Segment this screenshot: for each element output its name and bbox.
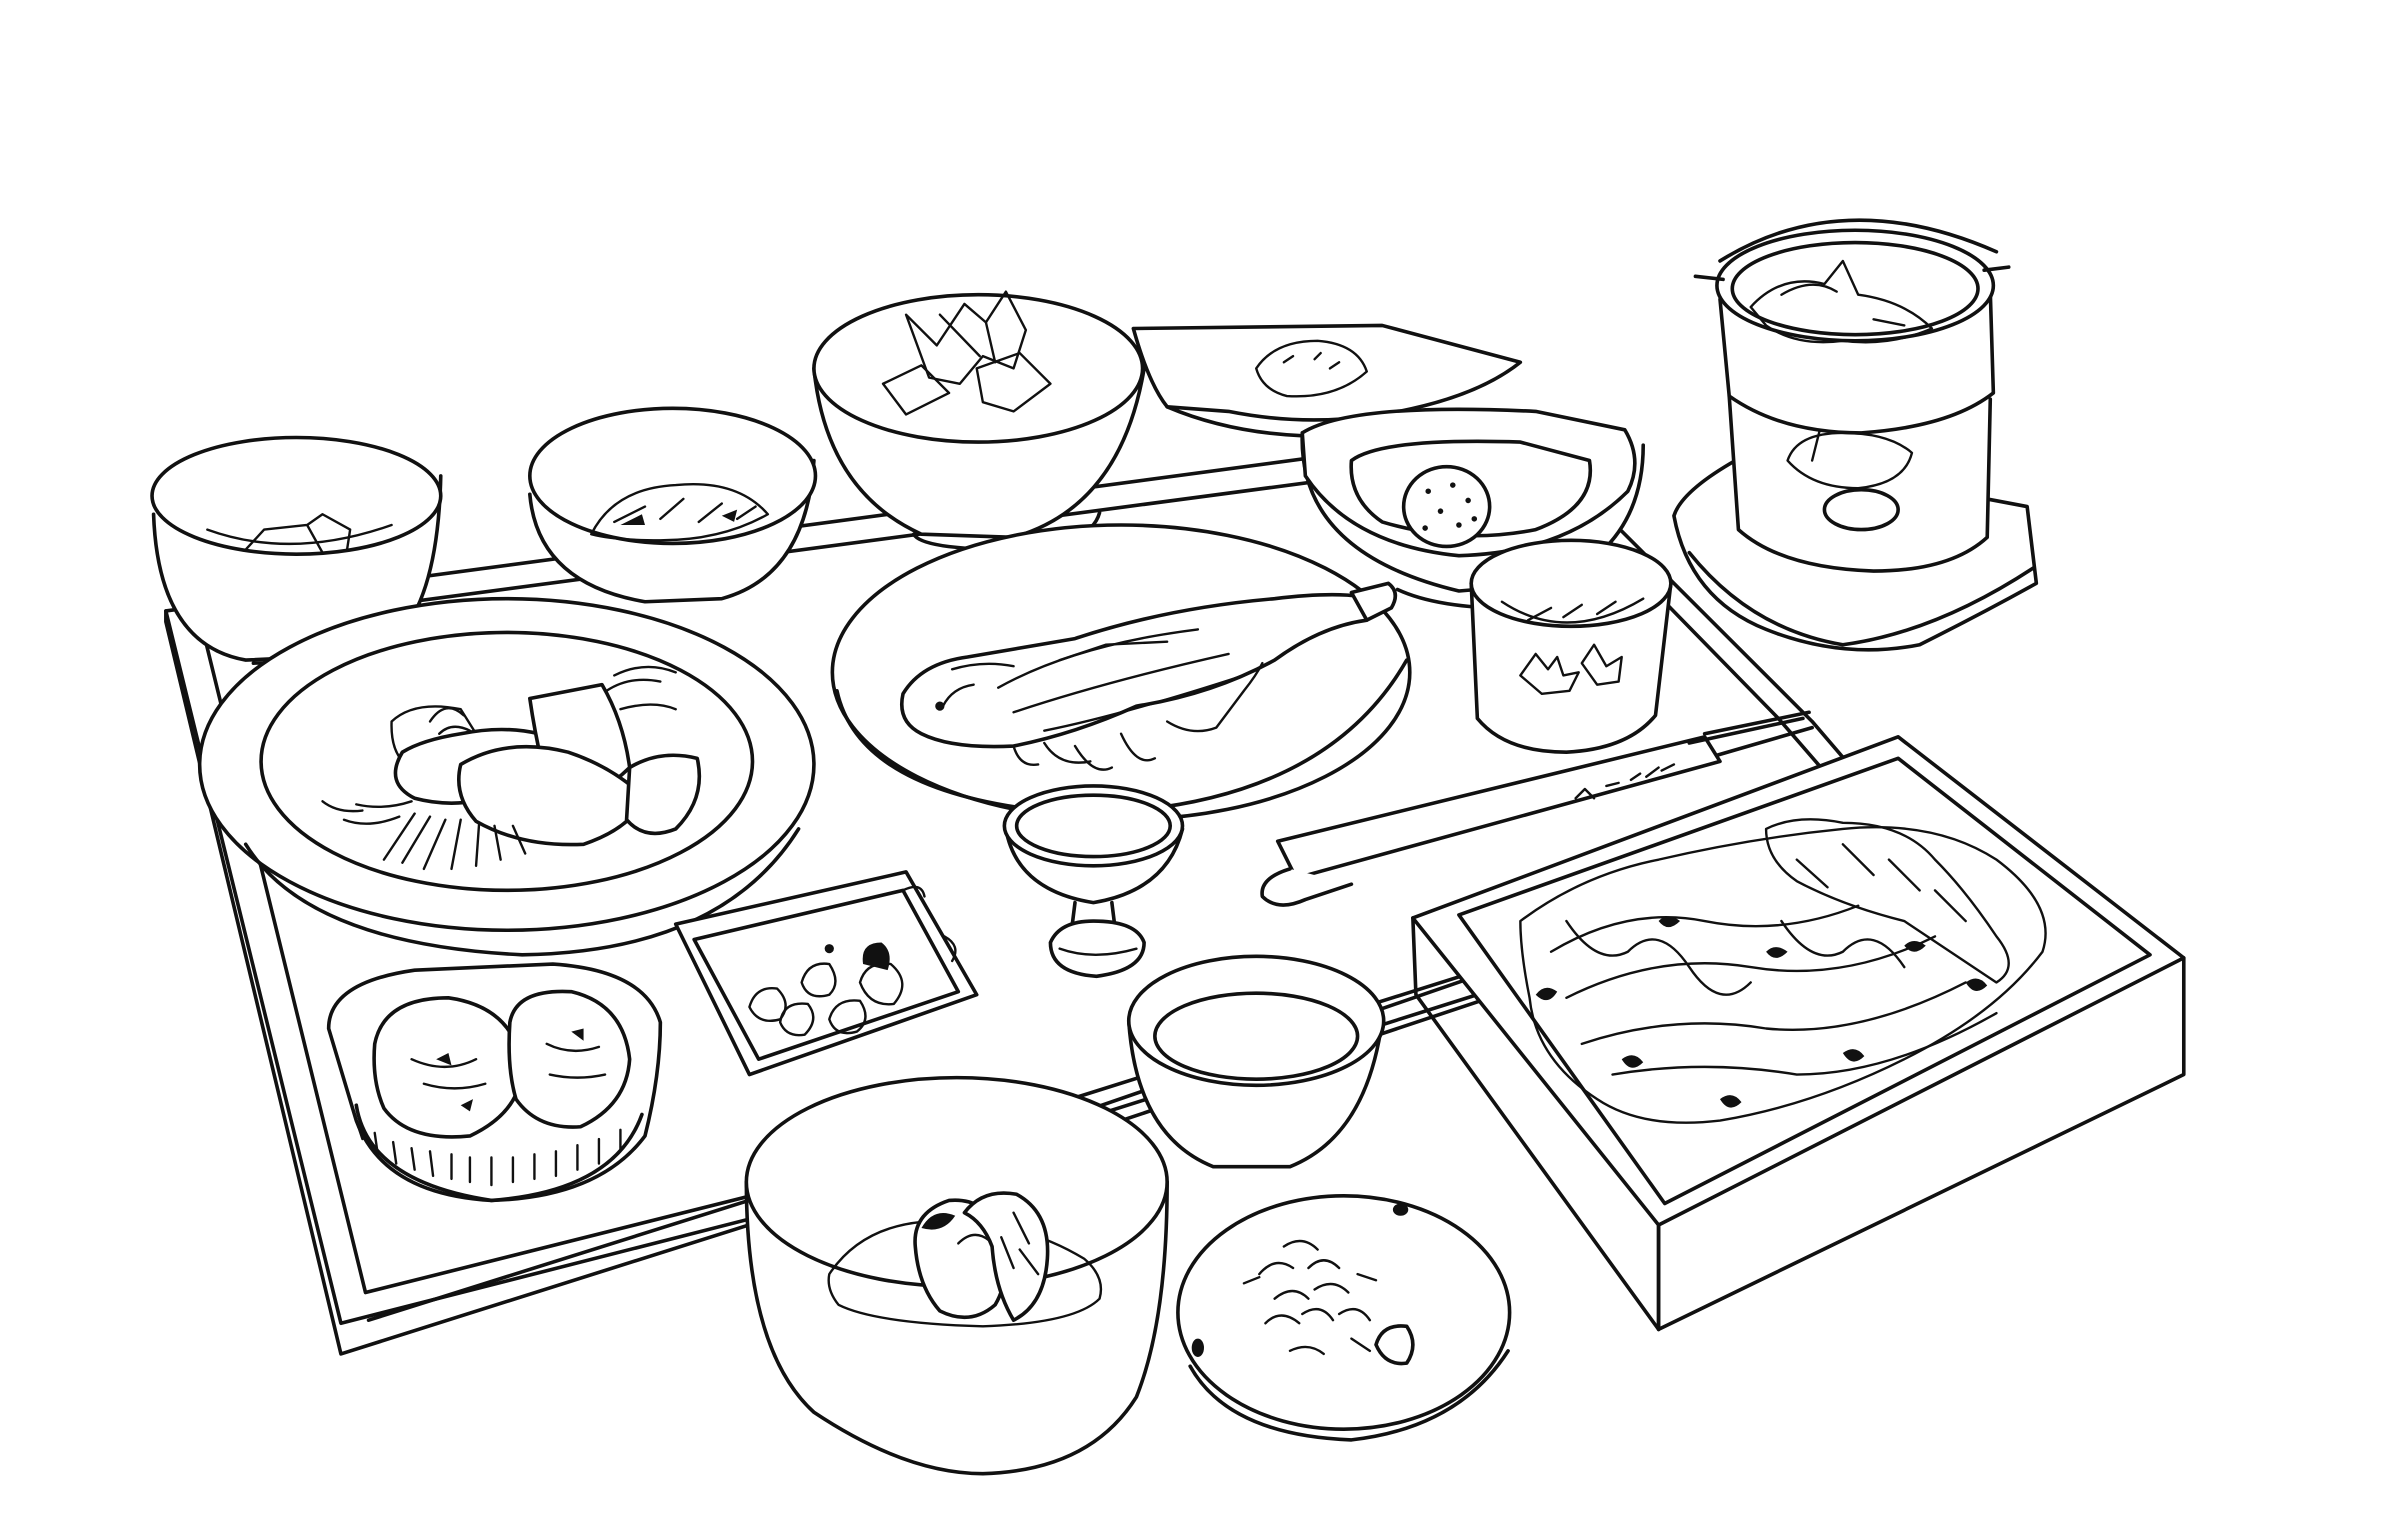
chopsticks [1262,712,1812,905]
stemmed-sake-cup [1004,786,1182,976]
broth-bowl [1129,956,1384,1166]
small-bowl-back-middle [530,408,816,601]
nut-dish [1178,1196,1510,1440]
side-plate-dumplings [676,872,977,1075]
long-plate-back [1133,325,1520,436]
garnished-bowl-back [814,292,1144,550]
tea-cup [1471,540,1671,752]
sashimi-plate [200,599,814,955]
simmered-fish-bowl [746,1078,1167,1474]
soba-noodle-box [1413,737,2184,1330]
hot-pot-stand [1674,220,2036,650]
grilled-fish-plate [832,525,1409,820]
rolled-food-bowl [329,964,661,1200]
